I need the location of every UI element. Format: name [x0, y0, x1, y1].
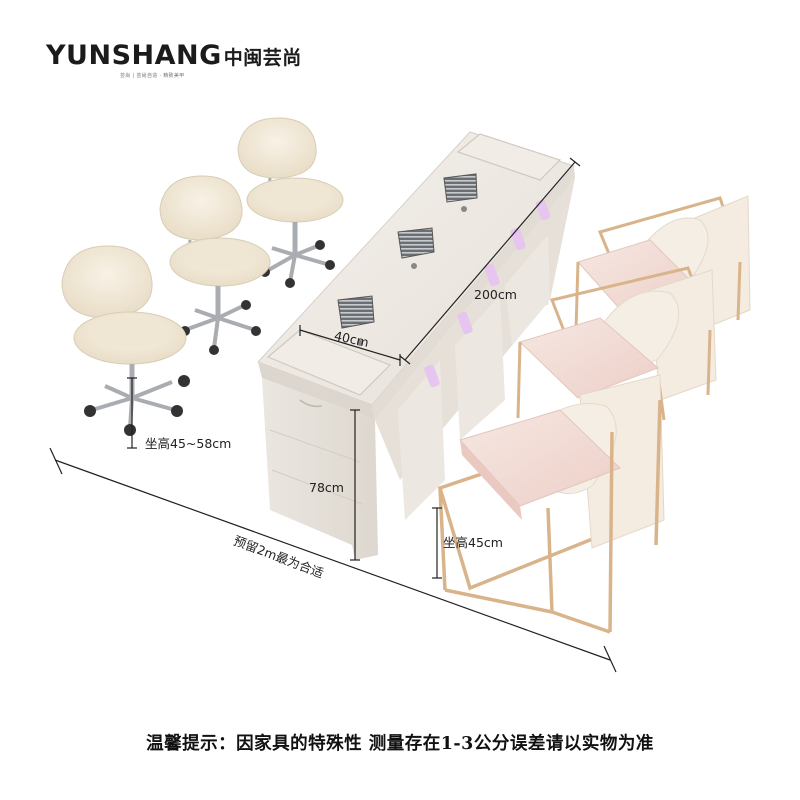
armchair-back	[574, 195, 751, 346]
brand-name: YUNSHANG	[46, 40, 222, 71]
label-stool-seat-height: 坐高45~58cm	[145, 436, 232, 451]
label-table-height: 78cm	[309, 480, 344, 495]
label-chair-seat-height: 坐高45cm	[443, 535, 503, 550]
stool-middle	[159, 175, 271, 355]
nail-table	[257, 131, 575, 560]
back-tray	[456, 133, 562, 181]
label-table-length: 200cm	[474, 287, 517, 302]
armchair-middle	[516, 266, 717, 421]
dimension-lines	[49, 157, 617, 673]
brand-tagline: 芸尚 | 芸尚自造 · 精致美甲	[120, 73, 185, 79]
front-tray	[266, 329, 392, 396]
front-pedestal	[262, 378, 378, 560]
measurement-notice: 温馨提示：因家具的特殊性 测量存在1-3公分误差请以实物为准	[146, 734, 654, 754]
brand-name-cn: 中闽芸尚	[223, 47, 302, 69]
stool-front	[61, 245, 190, 436]
stool-back-right	[237, 117, 344, 288]
armchair-front	[437, 374, 665, 634]
dust-vents	[337, 173, 478, 346]
